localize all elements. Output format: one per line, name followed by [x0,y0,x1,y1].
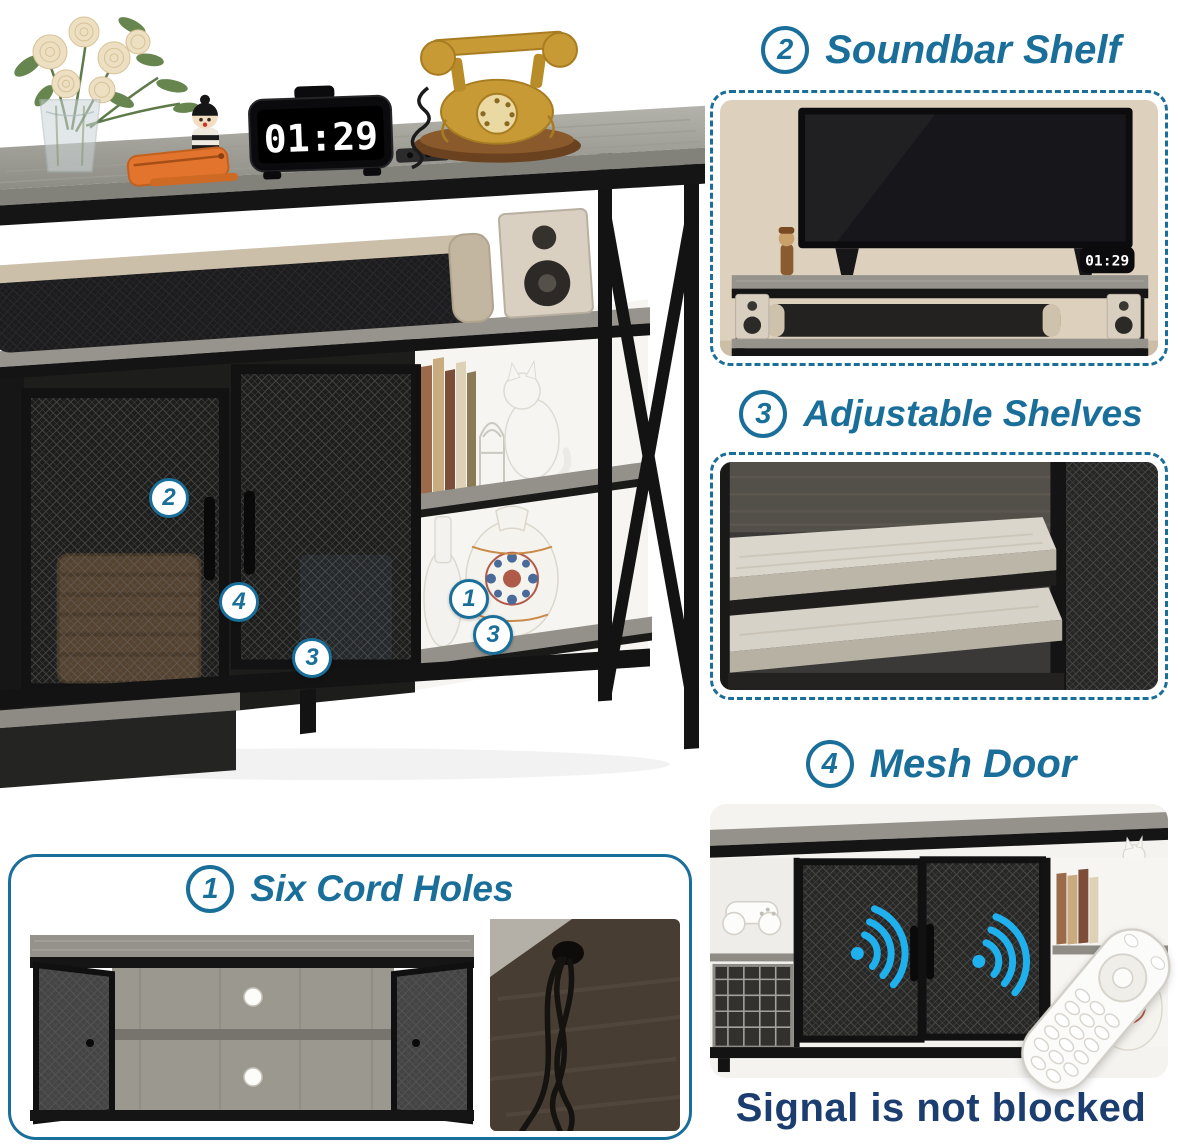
alarm-clock-time: 01:29 [263,114,379,162]
header-badge-4: 4 [805,740,854,788]
wifi-signal-icon [972,913,1031,997]
cord-hole [243,1067,263,1087]
mesh-door-header: 4 Mesh Door [710,736,1172,792]
shelf-board-lower [727,587,1063,673]
patterned-jug [465,505,559,638]
mini-figurine [778,227,795,276]
shelf-board-upper [727,517,1057,601]
mesh-door-title: Mesh Door [869,741,1077,786]
adjustable-shelves-title: Adjustable Shelves [803,393,1143,434]
open-mesh-door-right [391,961,473,1125]
soundbar-shelf-header: 2 Soundbar Shelf [710,22,1172,78]
tv-stand-scene: 01:29 [0,16,705,789]
callout-badge-2-label: 2 [162,484,176,511]
cord-holes-title: Six Cord Holes [250,868,514,909]
soundbar-small [766,304,1061,337]
vintage-telephone [410,30,581,170]
wire-basket [712,963,794,1049]
cord-holes-header: 1 Six Cord Holes [11,865,689,913]
speaker-right-icon [1106,293,1141,340]
header-badge-3: 3 [739,390,788,438]
callout-badge-3b-label: 3 [486,621,500,648]
pen [150,172,238,187]
header-badge-1-label: 1 [202,872,219,905]
adjustable-shelves-photo [720,462,1158,690]
cables [519,956,575,1131]
books [420,357,476,494]
main-product-photo: 01:29 [0,0,705,848]
callout-badge-3-label: 3 [305,644,319,671]
mini-clock-time: 01:29 [1085,253,1129,270]
header-badge-4-label: 4 [821,747,838,780]
six-cord-holes-panel: 1 Six Cord Holes [8,854,692,1140]
cabinet-front-photo [26,931,478,1127]
adjustable-shelves-header: 3 Adjustable Shelves [710,386,1172,442]
cat-figurine [503,359,572,481]
door-handle-right [244,490,255,575]
callout-badge-4: 4 [219,582,259,622]
callout-badge-1: 1 [449,579,489,619]
soundbar-shelf-panel: 01:29 [710,90,1168,366]
mesh-door-right [231,364,421,670]
callout-badge-2: 2 [149,478,189,518]
open-mesh-door-left [33,961,115,1125]
callout-badge-3: 3 [292,638,332,678]
wifi-signal-icon [850,905,909,989]
cord-holes-photos [26,919,680,1131]
cord-hole-closeup-photo [489,919,680,1131]
mesh-door-left [21,388,229,694]
speaker-left-icon [735,293,770,340]
header-badge-3-label: 3 [755,397,772,430]
header-badge-1: 1 [186,865,235,913]
speaker [497,208,594,319]
signal-caption: Signal is not blocked [735,1086,1147,1130]
flower-vase [14,16,199,173]
side-x-frame [598,148,699,750]
bird-cage [479,422,505,487]
mesh-side-panel [1066,462,1158,690]
soundbar [0,232,495,353]
header-badge-2: 2 [761,26,810,74]
callout-badge-3b: 3 [473,615,513,655]
game-controller [722,900,782,936]
remote-control [1012,910,1178,1099]
mesh-door-photo [710,804,1168,1078]
mini-clock: 01:29 [1079,246,1135,274]
callout-badge-4-label: 4 [232,588,246,615]
door-handle-left [204,496,215,581]
adjustable-shelves-panel [710,452,1168,700]
alarm-clock: 01:29 [248,85,394,180]
cord-hole [243,987,263,1007]
soundbar-shelf-photo: 01:29 [720,100,1158,356]
header-badge-2-label: 2 [777,33,794,66]
callout-badge-1-label: 1 [462,585,476,612]
soundbar-shelf-title: Soundbar Shelf [825,27,1121,72]
